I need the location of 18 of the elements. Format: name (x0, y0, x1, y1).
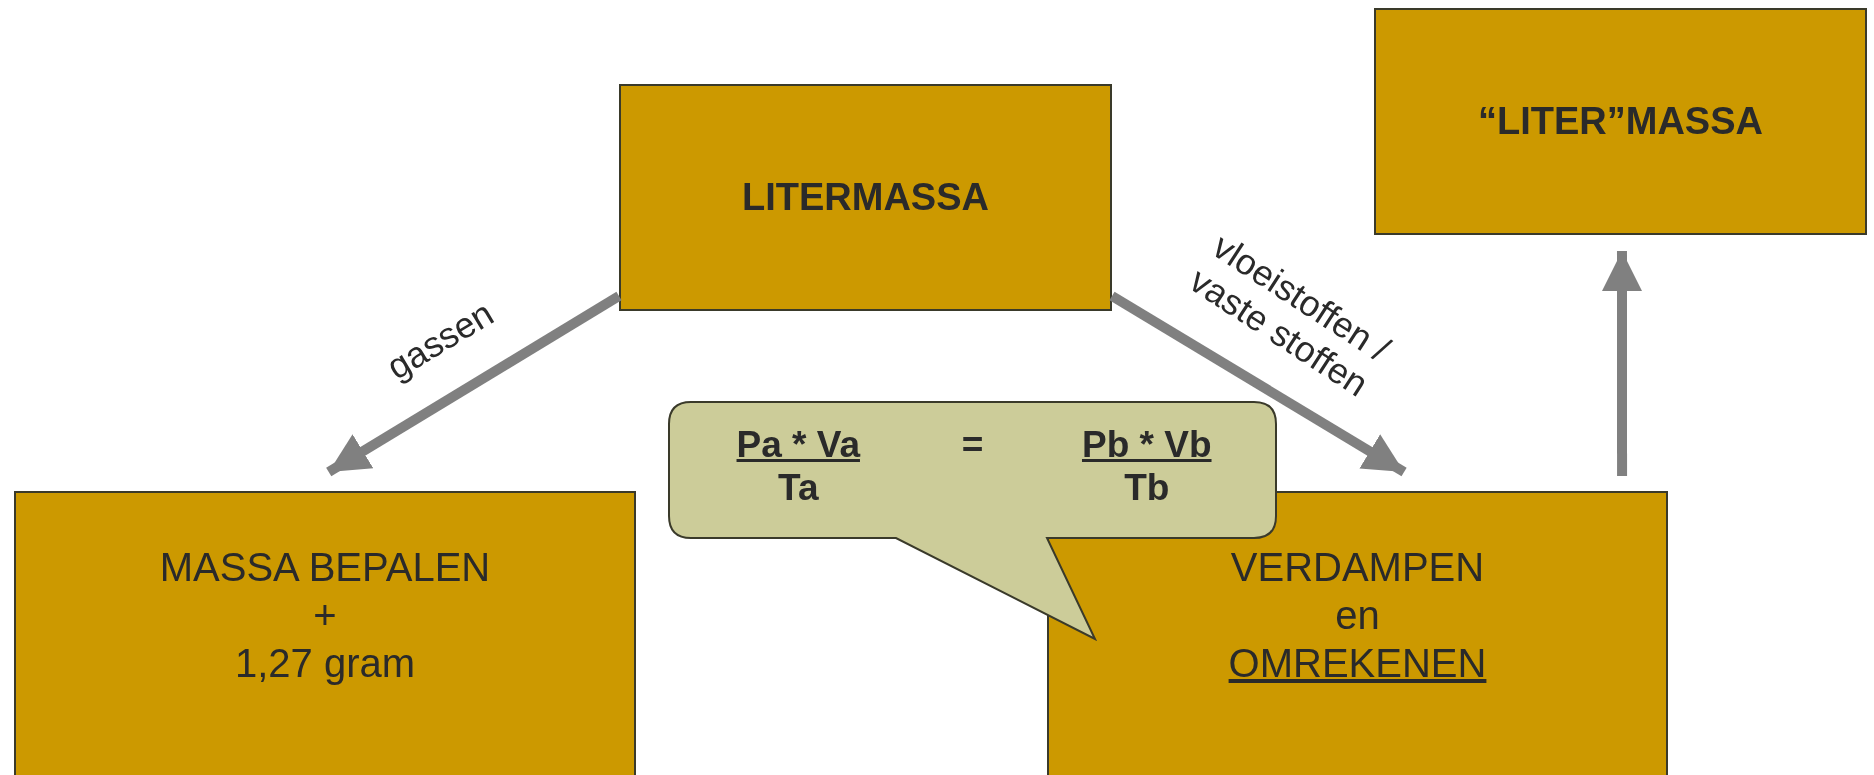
equals-sign: = (961, 424, 984, 467)
box-text: 1,27 gram (234, 640, 416, 687)
process-box (1374, 8, 1867, 235)
arrow (1602, 251, 1642, 476)
box-text: en (1335, 592, 1380, 639)
arrow (1109, 291, 1407, 477)
box-text: OMREKENEN (1228, 640, 1487, 687)
box-text: MASSA BEPALEN (159, 544, 491, 591)
box-text: LITERMASSA (742, 174, 989, 220)
box-text: + (313, 592, 337, 639)
formula-term: Ta (778, 466, 819, 510)
process-box (619, 84, 1112, 311)
process-box (14, 491, 636, 775)
formula-term: Tb (1124, 466, 1170, 510)
formula-term: Pb * Vb (1082, 424, 1212, 467)
box-text: “LITER”MASSA (1478, 98, 1763, 144)
box-text: VERDAMPEN (1230, 544, 1485, 591)
formula-term: Pa * Va (736, 424, 860, 467)
